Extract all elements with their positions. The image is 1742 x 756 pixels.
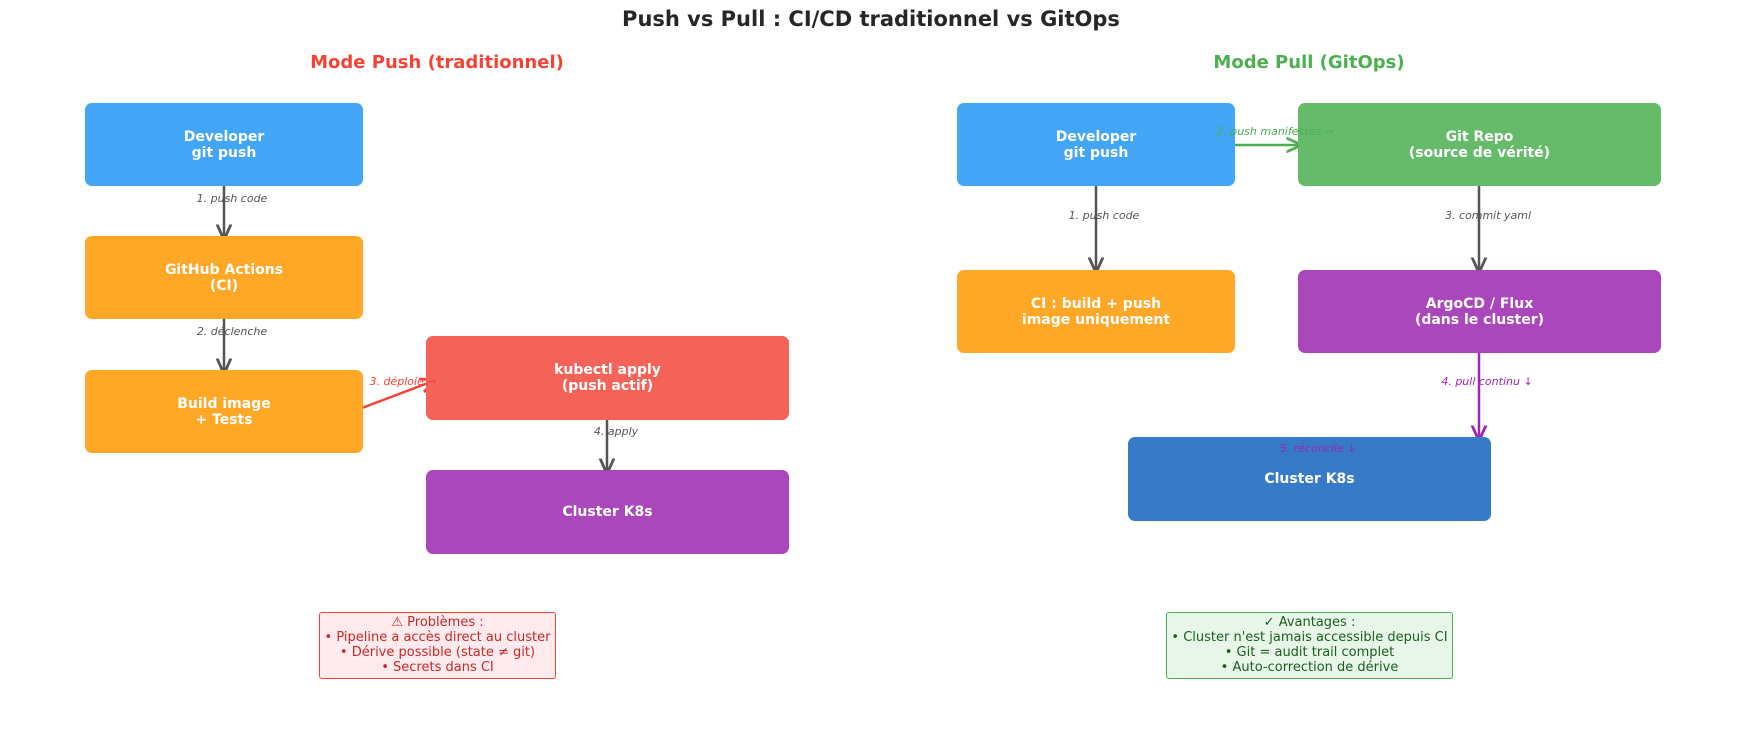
build-image-box: Build image + Tests xyxy=(85,370,363,453)
edge-label-declenche: 2. déclenche xyxy=(196,325,268,338)
github-actions-box: GitHub Actions (CI) xyxy=(85,236,363,319)
pull-developer-box: Developer git push xyxy=(957,103,1235,186)
edge-label-pull-push-code: 1. push code xyxy=(1068,209,1140,222)
push-heading: Mode Push (traditionnel) xyxy=(310,52,564,73)
edge-label-push-manifestes: 2. push manifestes → xyxy=(1216,125,1334,138)
git-repo-box: Git Repo (source de vérité) xyxy=(1298,103,1661,186)
page-title: Push vs Pull : CI/CD traditionnel vs Git… xyxy=(622,7,1120,31)
edge-label-reconcile: 5. réconcile ↓ xyxy=(1279,442,1357,455)
ci-build-box: CI : build + push image uniquement xyxy=(957,270,1235,353)
edge-label-apply: 4. apply xyxy=(593,425,639,438)
edge-label-commit-yaml: 3. commit yaml xyxy=(1444,209,1532,222)
edge-label-push-code: 1. push code xyxy=(196,192,268,205)
edge-label-pull-continu: 4. pull continu ↓ xyxy=(1441,375,1533,388)
edge-label-deploie: 3. déploie → xyxy=(369,375,437,388)
push-cluster-box: Cluster K8s xyxy=(426,470,789,554)
pull-advantages-note: ✓ Avantages : • Cluster n'est jamais acc… xyxy=(1166,612,1453,679)
pull-cluster-box: Cluster K8s xyxy=(1128,437,1491,521)
push-problems-note: ⚠ Problèmes : • Pipeline a accès direct … xyxy=(319,612,556,679)
kubectl-apply-box: kubectl apply (push actif) xyxy=(426,336,789,420)
arrow-deploie xyxy=(353,380,436,413)
push-developer-box: Developer git push xyxy=(85,103,363,186)
argocd-flux-box: ArgoCD / Flux (dans le cluster) xyxy=(1298,270,1661,353)
pull-heading: Mode Pull (GitOps) xyxy=(1213,52,1405,73)
